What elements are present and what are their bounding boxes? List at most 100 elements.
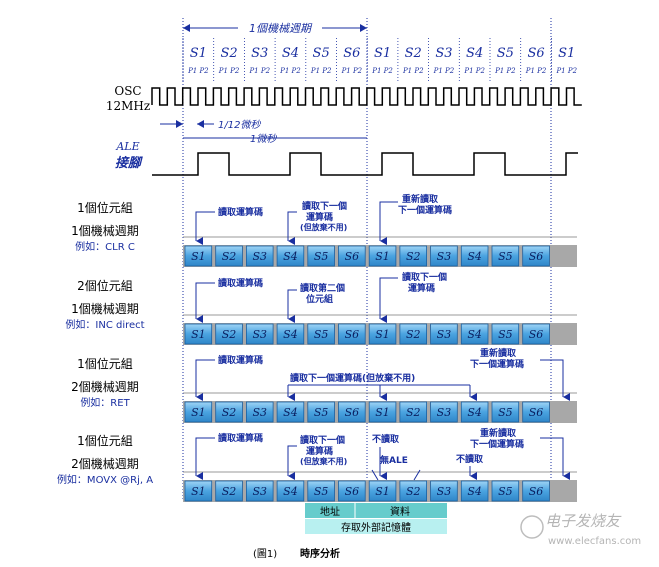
annotation: 重新讀取 [480, 347, 517, 359]
annotation: 不讀取 [372, 433, 400, 445]
state-box [460, 480, 489, 502]
state-box [276, 245, 305, 267]
annotation: 重新讀取 [402, 193, 439, 205]
state-box-label: S2 [222, 328, 237, 341]
state-box-label: S1 [191, 250, 206, 263]
state-box-label: S2 [222, 406, 237, 419]
row-description: 1個位元組 [77, 433, 133, 448]
state-box-label: S5 [498, 328, 513, 341]
state-label: S5 [497, 46, 514, 61]
state-box [491, 245, 520, 267]
state-box [276, 323, 305, 345]
state-label: S3 [251, 46, 268, 61]
phase-label: P1 P2 [279, 67, 301, 75]
annotation: (但放棄不用) [300, 456, 347, 466]
state-box-label: S1 [191, 485, 206, 498]
phase-label: P1 P2 [494, 67, 516, 75]
annotation: 下一個運算碼 [470, 358, 524, 370]
microsecond-label: 1微秒 [250, 133, 277, 145]
phase-label: P1 P2 [371, 67, 393, 75]
state-box-label: S2 [222, 485, 237, 498]
osc-freq-label: 12MHz [106, 99, 150, 113]
state-box [338, 323, 366, 345]
phase-label: P1 P2 [402, 67, 424, 75]
state-box-label: S3 [252, 485, 267, 498]
state-box-label: S2 [222, 250, 237, 263]
row-description: 2個機械週期 [71, 456, 139, 471]
annotation: 讀取第二個 [300, 282, 345, 294]
state-box [215, 480, 243, 502]
state-box-label: S6 [529, 485, 544, 498]
state-box [430, 480, 458, 502]
annotation: 讀取下一個運算碼(但放棄不用) [290, 372, 415, 384]
state-box [368, 323, 397, 345]
annotation: 讀取運算碼 [218, 206, 263, 218]
data-cell [355, 503, 447, 518]
ale-waveform [152, 152, 578, 176]
state-box-label: S1 [191, 328, 206, 341]
state-box [430, 401, 458, 423]
annotation: 讀取下一個 [402, 271, 447, 283]
state-label: S6 [527, 46, 544, 61]
state-box [184, 323, 213, 345]
state-box-label: S2 [406, 485, 421, 498]
state-box-label: S4 [467, 250, 482, 263]
phase-label: P1 P2 [187, 67, 209, 75]
external-memory-bar [305, 519, 447, 534]
state-box [399, 401, 427, 423]
state-box [522, 323, 550, 345]
external-memory-label: 存取外部記憶體 [341, 521, 411, 534]
state-box [215, 323, 243, 345]
data-label: 資料 [390, 505, 410, 518]
state-box [245, 245, 274, 267]
phase-label: P1 P2 [218, 67, 240, 75]
state-box-label: S5 [314, 485, 329, 498]
state-box [430, 245, 458, 267]
state-label: S1 [558, 46, 575, 61]
phase-label: P1 P2 [310, 67, 332, 75]
annotation: 讀取下一個 [302, 200, 347, 212]
state-box [215, 245, 243, 267]
annotations: 讀取運算碼讀取下一個運算碼(但放棄不用)重新讀取下一個運算碼讀取運算碼讀取第二個… [195, 193, 570, 481]
state-box-label: S3 [437, 328, 452, 341]
state-box-label: S5 [314, 250, 329, 263]
state-box [307, 323, 335, 345]
annotation: 無ALE [380, 454, 408, 466]
phase-label: P1 P2 [433, 67, 455, 75]
state-box [338, 245, 366, 267]
state-box [368, 401, 397, 423]
state-box-label: S3 [437, 250, 452, 263]
state-box [460, 401, 489, 423]
state-label: S1 [374, 46, 391, 61]
state-label: S1 [190, 46, 207, 61]
annotation: 不讀取 [456, 453, 484, 465]
state-label: S5 [313, 46, 330, 61]
address-label: 地址 [320, 505, 340, 518]
state-box [276, 401, 305, 423]
example-instruction: 例如：MOVX @Rj, A [57, 473, 153, 486]
annotation: 運算碼 [408, 282, 435, 294]
phase-label: P1 P2 [555, 67, 577, 75]
state-box [276, 480, 305, 502]
machine-cycle-header: 1個機械週期 [183, 20, 367, 35]
annotation: (但放棄不用) [300, 222, 347, 232]
osc-label: OSC [114, 84, 141, 98]
row-description: 1個位元組 [77, 356, 133, 371]
address-cell [305, 503, 355, 518]
ale-label: ALE [115, 140, 139, 153]
state-box [430, 323, 458, 345]
phase-label: P1 P2 [525, 67, 547, 75]
state-box-label: S1 [375, 328, 390, 341]
state-box [522, 480, 550, 502]
state-label: S2 [220, 46, 237, 61]
state-box [491, 323, 520, 345]
annotation: 運算碼 [306, 211, 333, 223]
row-description: 2個機械週期 [71, 379, 139, 394]
state-box [460, 323, 489, 345]
state-box-label: S5 [498, 406, 513, 419]
state-box [491, 480, 520, 502]
state-box [491, 401, 520, 423]
